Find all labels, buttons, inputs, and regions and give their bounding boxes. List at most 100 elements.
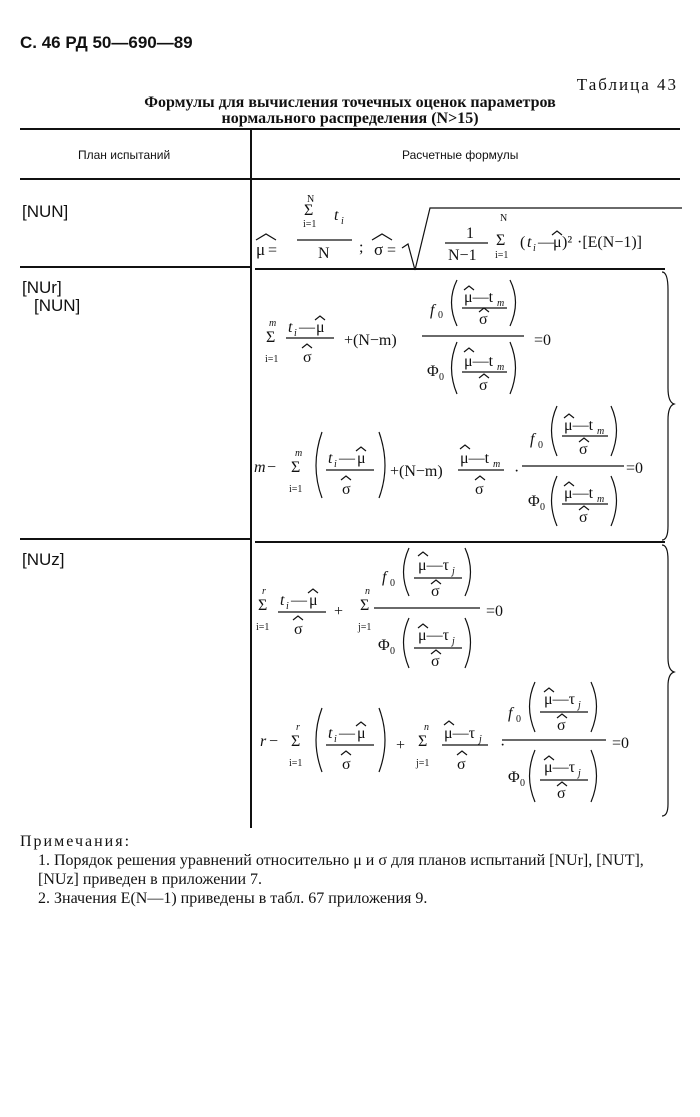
svg-text:n: n bbox=[424, 722, 429, 733]
svg-text:Σ: Σ bbox=[291, 733, 300, 750]
svg-text:m: m bbox=[597, 494, 604, 505]
svg-text:i: i bbox=[533, 243, 536, 254]
svg-text:μ—τ: μ—τ bbox=[544, 691, 576, 708]
svg-text:μ—t: μ—t bbox=[460, 450, 490, 467]
svg-text:j: j bbox=[576, 768, 581, 779]
svg-text:N: N bbox=[500, 213, 507, 224]
svg-text:Σ: Σ bbox=[418, 733, 427, 750]
svg-text:μ—τ: μ—τ bbox=[418, 557, 450, 574]
table-header-rule bbox=[20, 178, 680, 180]
svg-text:σ: σ bbox=[374, 240, 383, 259]
svg-text:σ: σ bbox=[457, 756, 466, 773]
notes-heading: Примечания: bbox=[20, 833, 132, 850]
svg-text:μ—τ: μ—τ bbox=[444, 725, 476, 742]
svg-text:i=1: i=1 bbox=[256, 622, 269, 633]
svg-text:(: ( bbox=[520, 234, 525, 251]
svg-text:t: t bbox=[328, 450, 333, 467]
svg-text:f: f bbox=[382, 569, 389, 586]
svg-text:f: f bbox=[530, 431, 537, 448]
page-header: С. 46 РД 50—690—89 bbox=[20, 33, 193, 52]
svg-text:N−1: N−1 bbox=[448, 247, 477, 264]
svg-text:σ: σ bbox=[579, 441, 588, 458]
svg-text:—: — bbox=[338, 725, 356, 742]
svg-text:μ—t: μ—t bbox=[464, 353, 494, 370]
svg-text:−: − bbox=[269, 733, 278, 750]
svg-text:·[E(N−1)]: ·[E(N−1)] bbox=[577, 234, 642, 251]
svg-text:r: r bbox=[296, 722, 300, 733]
plan-label-nur: [NUr] bbox=[22, 278, 62, 297]
svg-text:m: m bbox=[269, 318, 276, 329]
svg-text:Σ: Σ bbox=[266, 329, 275, 346]
svg-text:—: — bbox=[537, 234, 555, 251]
svg-text:μ—τ: μ—τ bbox=[418, 627, 450, 644]
svg-text:m: m bbox=[295, 448, 302, 459]
table-top-rule bbox=[20, 128, 680, 130]
svg-text:0: 0 bbox=[390, 578, 395, 589]
row-divider-2b bbox=[255, 541, 665, 543]
svg-text:+(N−m): +(N−m) bbox=[344, 332, 397, 349]
svg-text:Φ: Φ bbox=[508, 769, 520, 786]
svg-text:Σ: Σ bbox=[360, 597, 369, 614]
svg-text:m: m bbox=[497, 298, 504, 309]
svg-text:μ: μ bbox=[316, 319, 325, 336]
svg-text:—: — bbox=[298, 319, 316, 336]
svg-text:0: 0 bbox=[538, 440, 543, 451]
row-divider-1 bbox=[20, 266, 252, 268]
svg-text:i=1: i=1 bbox=[495, 250, 508, 261]
svg-text:μ: μ bbox=[256, 240, 265, 259]
formula-nur-equation-1: m Σ i=1 t i — μ σ +(N−m) f 0 μ—t m σ Φ 0… bbox=[265, 279, 551, 395]
svg-text:Φ: Φ bbox=[427, 363, 439, 380]
formula-nuz-equation-1: r Σ i=1 t i — μ σ + n Σ j=1 f 0 μ—τ j σ … bbox=[256, 547, 503, 670]
svg-text:i=1: i=1 bbox=[289, 758, 302, 769]
svg-text:m: m bbox=[497, 362, 504, 373]
svg-text:Σ: Σ bbox=[496, 232, 505, 249]
svg-text:σ: σ bbox=[342, 756, 351, 773]
svg-text:0: 0 bbox=[438, 310, 443, 321]
svg-text:μ—t: μ—t bbox=[464, 289, 494, 306]
svg-text:i: i bbox=[334, 734, 337, 745]
svg-text:i=1: i=1 bbox=[303, 219, 316, 230]
svg-text:μ—t: μ—t bbox=[564, 417, 594, 434]
svg-text:n: n bbox=[365, 586, 370, 597]
svg-text:σ: σ bbox=[557, 785, 566, 802]
svg-text:0: 0 bbox=[439, 372, 444, 383]
svg-text:=0: =0 bbox=[486, 603, 503, 620]
svg-text:j: j bbox=[477, 734, 482, 745]
table-column-divider bbox=[250, 128, 252, 828]
svg-text:+(N−m): +(N−m) bbox=[390, 463, 443, 480]
svg-text:i: i bbox=[341, 216, 344, 227]
svg-text:)²: )² bbox=[562, 234, 572, 251]
svg-text:N: N bbox=[318, 245, 330, 262]
row-divider-2 bbox=[20, 538, 252, 540]
formula-nun-mu-sigma: μ = Σ N i=1 t i N ; σ = 1 N−1 N Σ i=1 ( … bbox=[255, 194, 682, 271]
notes-section: Примечания: 1. Порядок решения уравнений… bbox=[20, 832, 680, 908]
svg-text:=0: =0 bbox=[626, 460, 643, 477]
svg-text:+: + bbox=[334, 603, 343, 620]
svg-text:t: t bbox=[527, 234, 532, 251]
table-title-line2: нормального распределения (N>15) bbox=[221, 110, 479, 127]
svg-text:t: t bbox=[288, 319, 293, 336]
svg-text:Φ: Φ bbox=[528, 493, 540, 510]
svg-text:μ: μ bbox=[357, 450, 366, 467]
svg-text:σ: σ bbox=[475, 481, 484, 498]
svg-text:=0: =0 bbox=[534, 332, 551, 349]
note-1: 1. Порядок решения уравнений относительн… bbox=[38, 852, 644, 888]
svg-text:t: t bbox=[334, 207, 339, 224]
table-number: Таблица 43 bbox=[576, 75, 678, 94]
svg-text:σ: σ bbox=[342, 481, 351, 498]
svg-text:i: i bbox=[286, 601, 289, 612]
svg-text:f: f bbox=[508, 705, 515, 722]
svg-text:0: 0 bbox=[390, 646, 395, 657]
svg-text:Φ: Φ bbox=[378, 637, 390, 654]
svg-text:σ: σ bbox=[557, 717, 566, 734]
svg-text:0: 0 bbox=[540, 502, 545, 513]
svg-text:i: i bbox=[294, 328, 297, 339]
svg-text:=: = bbox=[268, 242, 277, 259]
svg-text:i=1: i=1 bbox=[265, 354, 278, 365]
svg-text:m: m bbox=[597, 426, 604, 437]
svg-text:j=1: j=1 bbox=[415, 758, 429, 769]
svg-text:σ: σ bbox=[431, 653, 440, 670]
svg-text:1: 1 bbox=[466, 225, 474, 242]
column-header-plan: План испытаний bbox=[78, 148, 171, 162]
svg-text:j: j bbox=[450, 566, 455, 577]
